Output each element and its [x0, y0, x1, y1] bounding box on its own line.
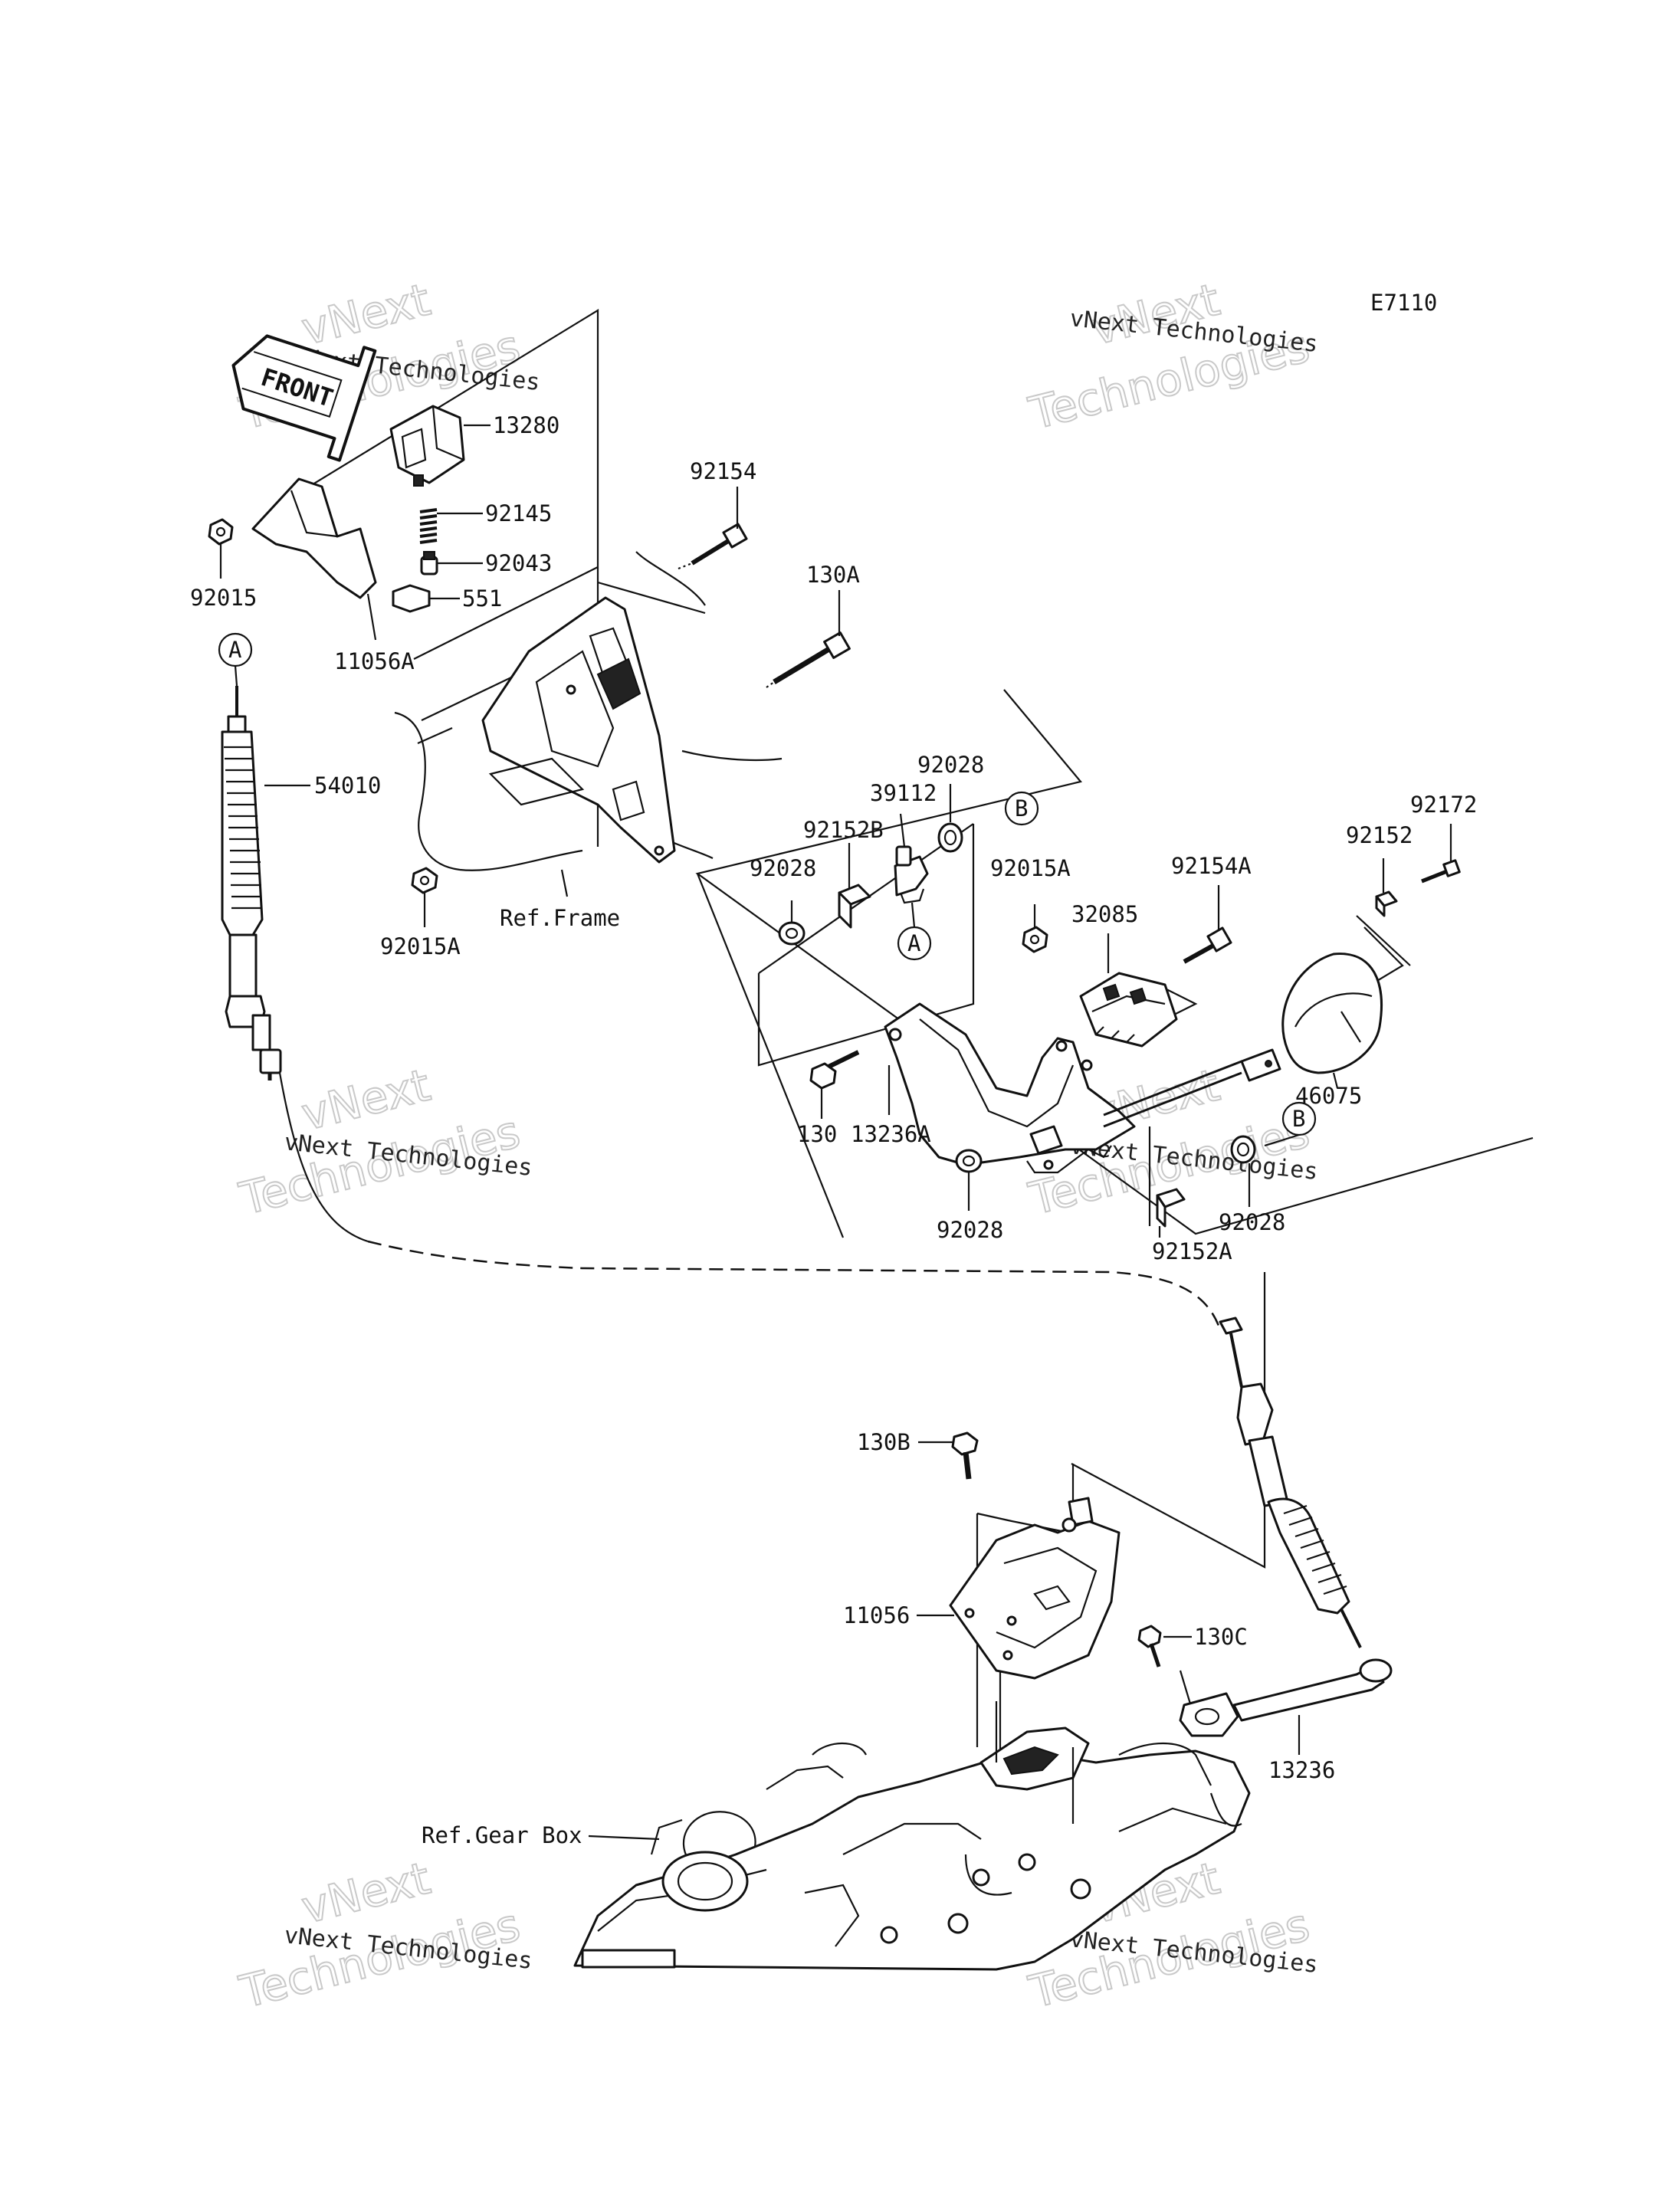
cable-54010 [221, 686, 369, 1243]
svg-text:vNext: vNext [297, 1059, 435, 1141]
label-92028-bottom: 92028 [937, 1217, 1003, 1243]
washer-92028-bottom [955, 1149, 983, 1173]
label-13280: 13280 [493, 412, 559, 438]
label-13236A: 13236A [851, 1121, 931, 1147]
label-130: 130 [797, 1121, 837, 1147]
label-130B: 130B [857, 1429, 911, 1455]
leader-lines [219, 424, 1452, 1841]
nut-92015A-left [411, 867, 438, 894]
arm-13236 [1179, 1658, 1393, 1737]
bracket-11056A [251, 477, 377, 599]
callout-B-top: B [1004, 791, 1039, 826]
watermark-mid-left: vNext Technologies vNext Technologies [234, 1058, 533, 1226]
washer-92028-right [1230, 1135, 1256, 1164]
diagram-code: E7110 [1370, 290, 1437, 316]
lower-outline [976, 1272, 1266, 1763]
svg-text:B: B [1292, 1106, 1305, 1132]
label-92028-top: 92028 [917, 752, 984, 778]
collar-92152B [838, 884, 871, 929]
washer-92028-top [937, 822, 963, 853]
label-92152: 92152 [1346, 822, 1413, 848]
label-130C: 130C [1194, 1624, 1248, 1650]
spring-92145 [419, 508, 438, 544]
label-92028-left: 92028 [750, 855, 816, 881]
label-92154: 92154 [690, 458, 756, 484]
bolt-92154 [678, 523, 748, 570]
watermark-bottom-left: vNext Technologies vNext Technologies [234, 1851, 533, 2019]
label-92015: 92015 [190, 585, 257, 611]
label-ref-gear-box: Ref.Gear Box [422, 1822, 582, 1848]
knob-46075 [1240, 953, 1383, 1082]
label-13236: 13236 [1268, 1757, 1335, 1783]
gear-box [573, 1701, 1251, 1971]
label-130A: 130A [806, 562, 860, 588]
collar-92152 [1375, 890, 1398, 917]
label-92028-right: 92028 [1219, 1209, 1285, 1235]
bolt-130A [766, 631, 851, 688]
cable-lower [1219, 1317, 1362, 1648]
label-46075: 46075 [1295, 1083, 1362, 1109]
callout-B-right: B [1281, 1101, 1317, 1136]
nut-92015A-mid [1022, 926, 1048, 953]
svg-text:A: A [907, 930, 920, 956]
bolt-130B [951, 1431, 979, 1480]
svg-text:vNext: vNext [297, 274, 435, 356]
label-92152B: 92152B [803, 817, 884, 843]
label-39112: 39112 [870, 780, 937, 806]
cap-551 [392, 584, 431, 613]
label-54010: 54010 [314, 772, 381, 798]
switch-32085 [1079, 972, 1178, 1048]
screw-92172 [1421, 859, 1461, 884]
switch-13280 [389, 405, 465, 487]
label-92152A: 92152A [1152, 1238, 1232, 1264]
bolt-130 [809, 1050, 860, 1090]
label-ref-frame: Ref.Frame [500, 905, 620, 931]
svg-text:B: B [1015, 795, 1028, 821]
label-32085: 32085 [1071, 901, 1138, 927]
joint-39112 [894, 845, 929, 904]
watermark-top-right: vNext Technologies vNext Technologies [1023, 273, 1319, 441]
label-92043: 92043 [485, 550, 552, 576]
washer-92028-left [778, 921, 806, 946]
front-arrow-icon: FRONT [231, 334, 377, 462]
callout-A-joint: A [897, 902, 932, 961]
label-92172: 92172 [1410, 792, 1477, 818]
label-11056A: 11056A [334, 648, 415, 674]
part-labels: 13280 92145 92043 551 92015 11056A 92154… [190, 412, 1477, 1848]
svg-text:A: A [228, 637, 241, 663]
callout-A-cable: A [218, 632, 253, 687]
pin-92043 [420, 551, 438, 575]
svg-text:vNext: vNext [297, 1852, 435, 1934]
label-92154A: 92154A [1171, 853, 1252, 879]
frame-bracket [481, 596, 676, 864]
lever-13236A [884, 1002, 1242, 1174]
nut-92015 [208, 518, 234, 546]
label-11056: 11056 [843, 1602, 910, 1628]
bolt-92154A [1183, 926, 1232, 964]
label-551: 551 [462, 585, 502, 612]
label-92015A-left: 92015A [380, 933, 461, 959]
label-92145: 92145 [485, 500, 552, 526]
cable-dashed-route [367, 1240, 1220, 1326]
bracket-11056 [949, 1497, 1121, 1680]
collar-92152A [1156, 1188, 1186, 1228]
label-92015A-mid: 92015A [990, 855, 1071, 881]
bolt-130C [1137, 1625, 1162, 1667]
